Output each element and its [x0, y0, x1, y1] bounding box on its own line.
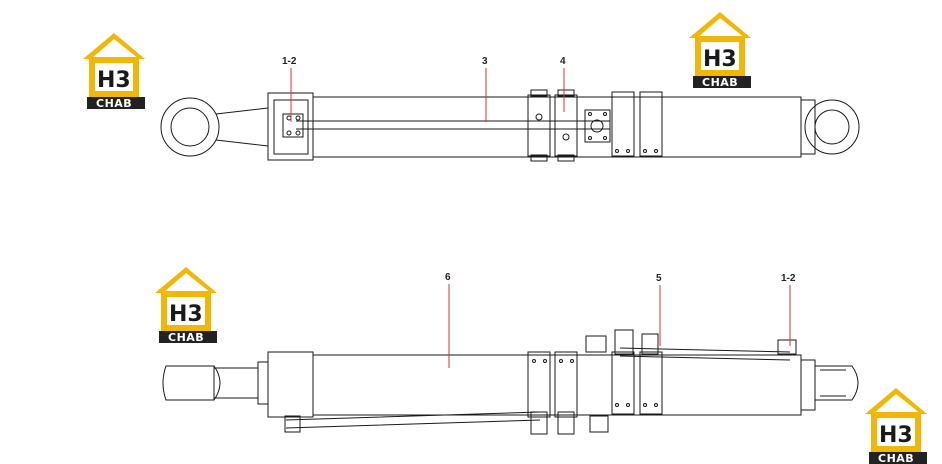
svg-text:H3: H3	[97, 68, 131, 93]
callout-6: 6	[445, 272, 451, 283]
callout-5: 5	[656, 273, 662, 284]
callout-1-2-top: 1-2	[282, 56, 297, 67]
logo-top-left: H3 CHAB	[83, 33, 145, 110]
svg-text:H3: H3	[879, 423, 913, 448]
svg-text:CHAB: CHAB	[878, 452, 914, 464]
top-cylinder	[160, 89, 860, 162]
bottom-leaders	[448, 284, 791, 368]
callout-1-2-bottom: 1-2	[781, 273, 796, 284]
callout-4: 4	[560, 56, 566, 67]
svg-text:H3: H3	[169, 302, 203, 327]
top-callouts: 1-2 3 4	[282, 56, 566, 67]
logo-bottom-right: H3 CHAB	[865, 388, 927, 464]
top-leaders	[290, 68, 565, 122]
logo-middle-left: H3 CHAB	[155, 267, 217, 344]
bottom-cylinder	[162, 329, 859, 435]
svg-text:H3: H3	[703, 47, 737, 72]
svg-text:CHAB: CHAB	[702, 76, 738, 89]
svg-text:CHAB: CHAB	[168, 331, 204, 344]
bottom-callouts: 6 5 1-2	[445, 272, 796, 284]
callout-3: 3	[482, 56, 488, 67]
logo-top-right: H3 CHAB	[689, 12, 751, 89]
svg-text:CHAB: CHAB	[96, 97, 132, 110]
